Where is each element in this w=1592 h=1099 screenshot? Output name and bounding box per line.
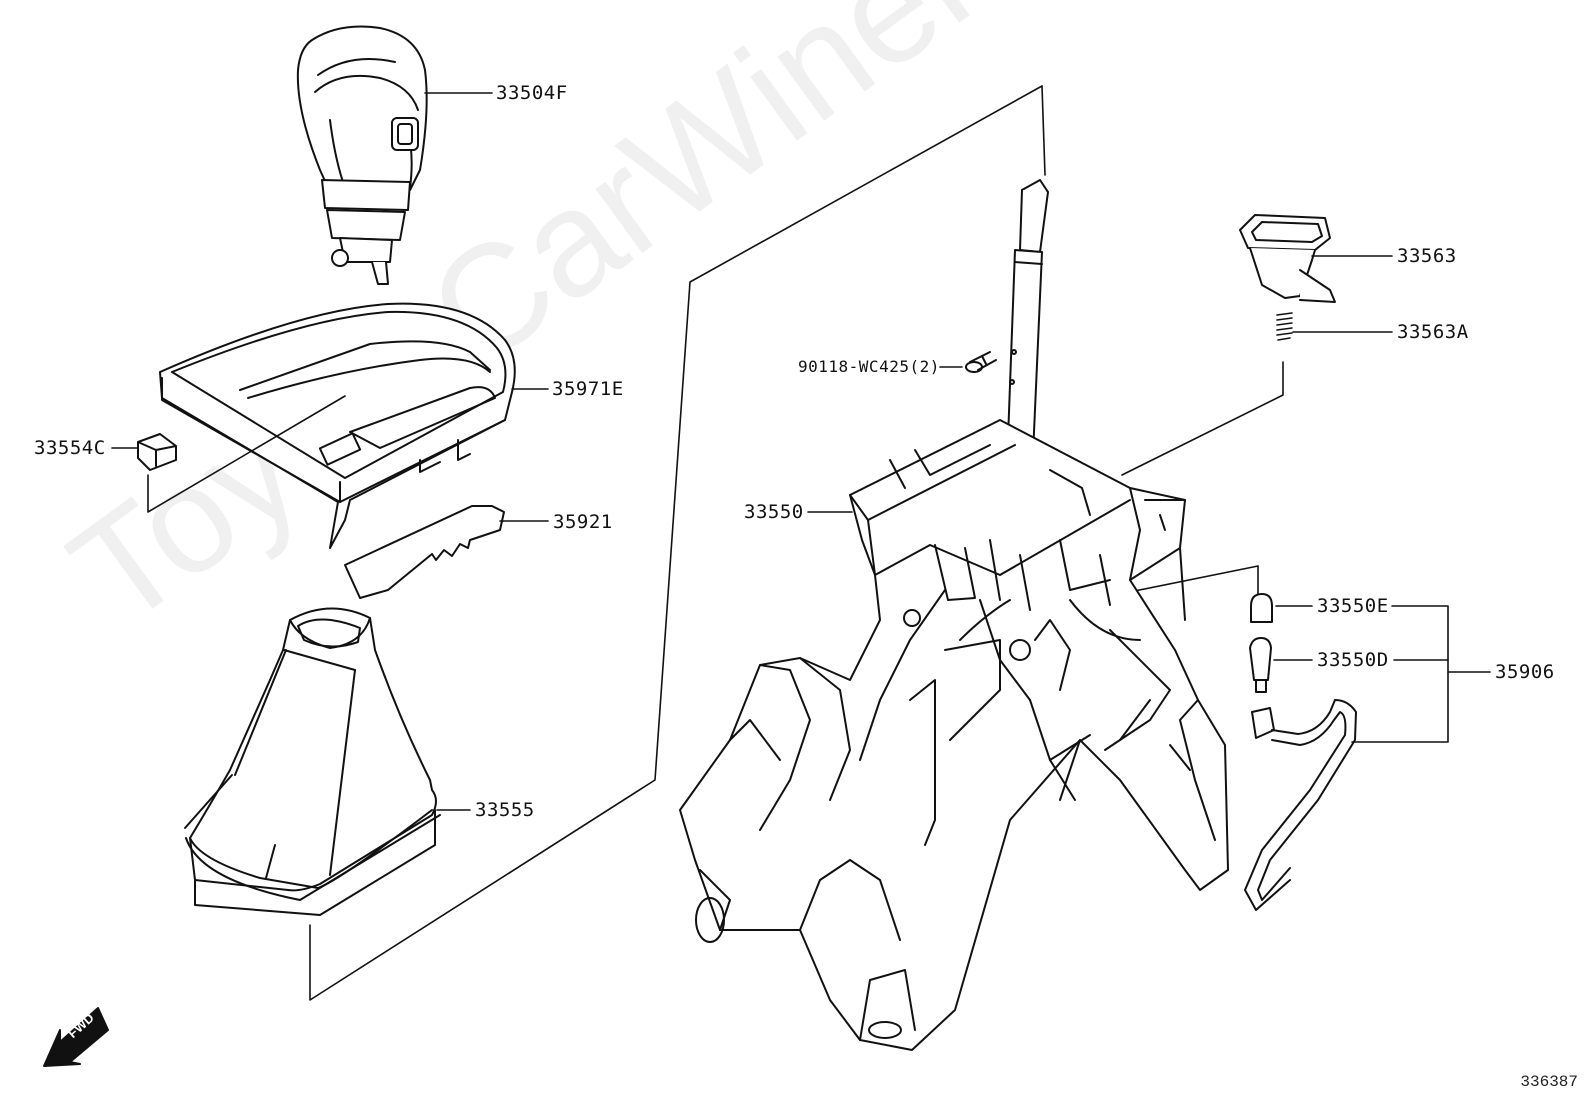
clip-33554C — [137, 433, 177, 471]
plate-35921 — [344, 505, 505, 599]
callout-lines — [111, 92, 1491, 811]
label-33563A: 33563A — [1397, 321, 1469, 343]
diagram-number: 336387 — [1520, 1073, 1578, 1091]
shift-knob-33504F — [296, 25, 428, 285]
label-33550D: 33550D — [1317, 649, 1389, 671]
label-33555: 33555 — [475, 799, 535, 821]
label-35971E: 35971E — [552, 378, 624, 400]
label-35921: 35921 — [553, 511, 613, 533]
label-35906: 35906 — [1495, 661, 1555, 683]
spring-33563A — [1276, 312, 1293, 341]
socket-33550D — [1249, 637, 1272, 693]
wire-harness-35906 — [1244, 699, 1357, 911]
label-33550E: 33550E — [1317, 595, 1389, 617]
bolt-90118 — [965, 351, 997, 373]
label-33554C: 33554C — [34, 437, 106, 459]
boot-33555 — [184, 607, 441, 916]
label-33504F: 33504F — [496, 82, 568, 104]
fwd-arrow-icon — [43, 1007, 109, 1067]
label-33563: 33563 — [1397, 245, 1457, 267]
label-90118-WC425: 90118-WC425(2) — [798, 357, 940, 376]
indicator-33563 — [1239, 214, 1336, 303]
label-33550: 33550 — [744, 501, 804, 523]
bulb-33550E — [1250, 593, 1273, 623]
shift-lever-assembly-33550 — [679, 419, 1229, 1051]
assembly-leader-lines — [147, 85, 1284, 1001]
